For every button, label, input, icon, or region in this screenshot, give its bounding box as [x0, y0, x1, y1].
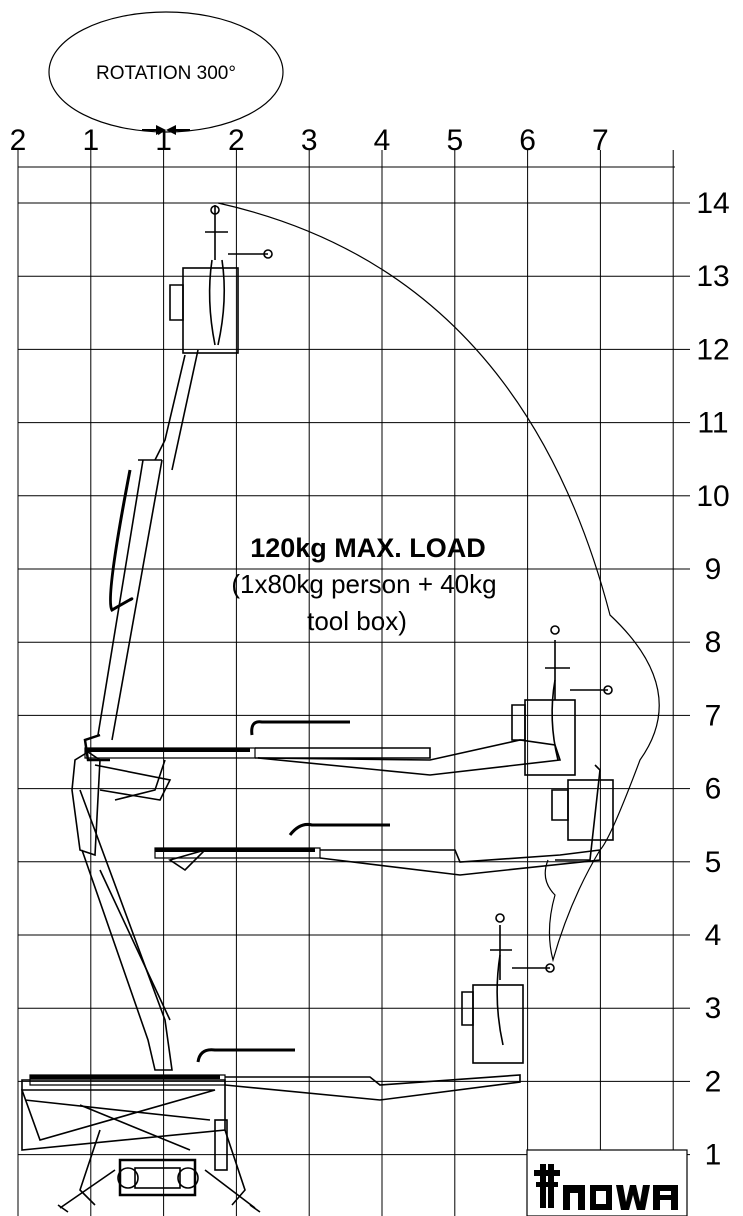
- x-axis-label: 1: [155, 124, 172, 157]
- y-axis-label: 12: [696, 333, 729, 366]
- y-axis-label: 1: [705, 1139, 722, 1172]
- brand-logo: [526, 1149, 688, 1216]
- load-line-2: (1x80kg person + 40kg: [231, 569, 496, 599]
- y-axis-label: 10: [696, 480, 729, 513]
- y-axis-label: 14: [696, 187, 729, 220]
- y-axis-labels: 14 13 12 11 10 9 8 7 6 5 4 3 2 1: [696, 187, 729, 1172]
- x-axis-label: 4: [374, 124, 391, 157]
- rotation-label: ROTATION 300°: [96, 63, 236, 84]
- y-axis-label: 4: [705, 919, 722, 952]
- x-axis-label: 2: [10, 124, 27, 157]
- y-axis-label: 11: [697, 407, 728, 440]
- y-axis-label: 2: [705, 1065, 722, 1098]
- working-envelope: [217, 202, 660, 963]
- machine-chassis: [20, 1079, 261, 1213]
- y-axis-label: 7: [705, 699, 722, 732]
- x-axis-label: 1: [82, 124, 99, 157]
- brand-wordmark: [563, 1185, 678, 1210]
- x-axis-label: 3: [301, 124, 318, 157]
- y-axis-label: 3: [705, 992, 722, 1025]
- x-axis-label: 6: [519, 124, 536, 157]
- x-axis-label: 7: [592, 124, 609, 157]
- boom-config-mid-outreach: [154, 764, 614, 876]
- boom-config-low-outreach: [29, 913, 555, 1101]
- rotation-indicator: ROTATION 300°: [48, 11, 284, 135]
- x-axis-label: 2: [228, 124, 245, 157]
- y-axis-label: 9: [705, 553, 722, 586]
- load-title: 120kg MAX. LOAD: [250, 533, 486, 563]
- x-axis-labels: 2 1 1 2 3 4 5 6 7: [10, 124, 609, 157]
- main-articulated-arm: [71, 751, 173, 1071]
- y-axis-label: 6: [705, 773, 722, 806]
- boom-config-max-height: [83, 205, 273, 762]
- y-axis-label: 8: [705, 626, 722, 659]
- y-axis-label: 5: [705, 846, 722, 879]
- x-axis-label: 5: [446, 124, 463, 157]
- load-line-3: tool box): [307, 606, 407, 636]
- y-axis-label: 13: [696, 260, 729, 293]
- brand-mark-icon: [534, 1164, 560, 1208]
- grid: [17, 150, 690, 1216]
- boom-config-upper-outreach: [84, 429, 613, 776]
